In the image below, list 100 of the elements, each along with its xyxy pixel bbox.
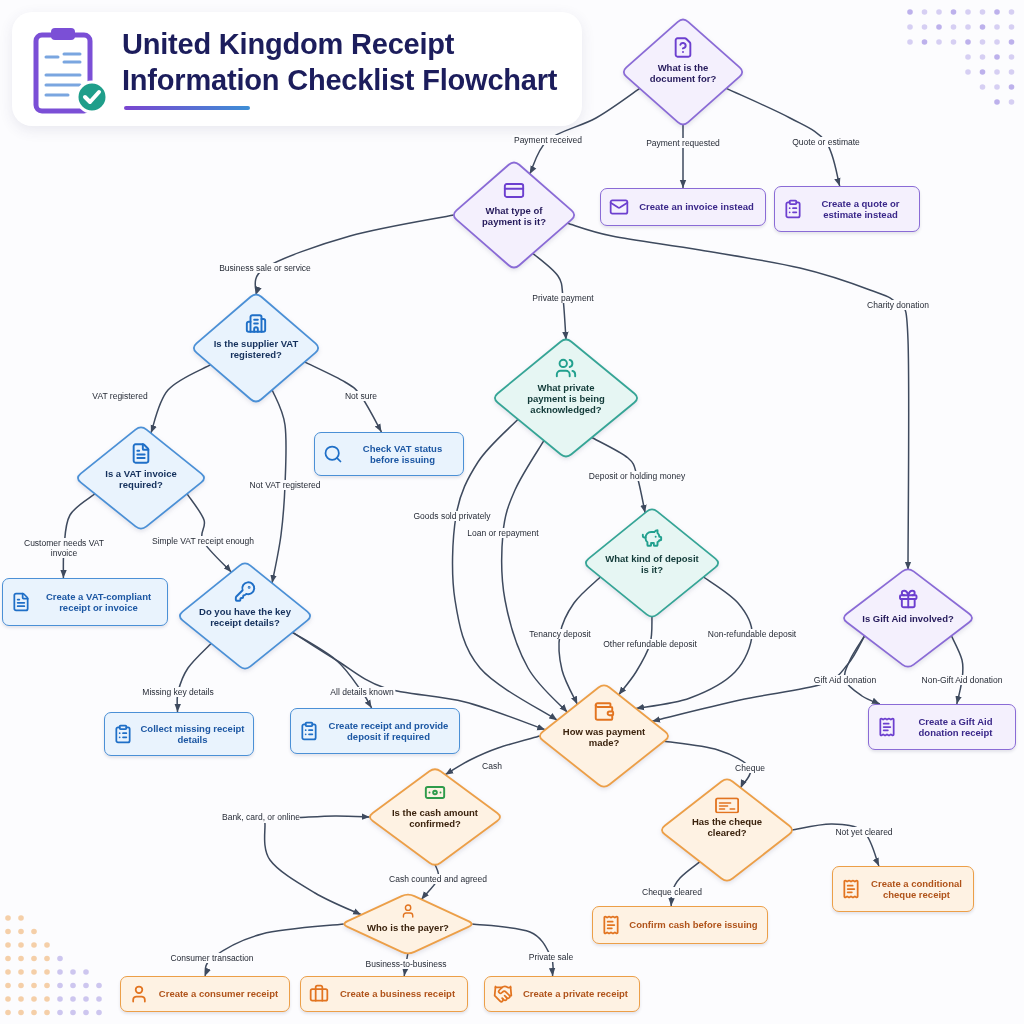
connector-arrow <box>270 389 287 584</box>
connector-arrow <box>635 576 753 711</box>
edge-label: VAT registered <box>90 391 150 401</box>
branch-text: Bank, card, or online <box>222 812 300 823</box>
connector-arrow <box>174 642 212 713</box>
connector-arrow <box>451 418 558 721</box>
connector-arrow <box>150 363 212 434</box>
action-text: Create a conditional cheque receipt <box>870 877 963 901</box>
connector-arrow <box>186 493 233 573</box>
connector-arrow <box>663 740 752 789</box>
action-text: Create a VAT-compliant receipt or invoice <box>44 590 153 614</box>
edge-label: Private payment <box>530 293 596 303</box>
action-box <box>484 976 640 1012</box>
edge-label: Business-to-business <box>363 959 449 969</box>
action-box <box>868 704 1016 750</box>
action-box <box>290 708 460 754</box>
edge-label: Business sale or service <box>217 263 313 273</box>
action-text: Check VAT status before issuing <box>361 442 444 466</box>
connector-arrow <box>303 361 383 433</box>
question-text: How was payment made? <box>561 725 647 747</box>
action-text: Create a quote or estimate instead <box>820 197 901 221</box>
decision-diamond <box>450 159 578 271</box>
edge-label: Not yet cleared <box>833 827 895 837</box>
action-box <box>314 432 464 476</box>
decision-diamond <box>536 682 672 790</box>
edge-label: Cheque cleared <box>640 887 704 897</box>
edge-label: Cash <box>480 761 504 771</box>
edge-label: Deposit or holding money <box>586 471 688 481</box>
edge-label: Not VAT registered <box>247 480 323 490</box>
connector-arrow <box>791 823 880 867</box>
question-text: What private payment is being acknowledged? <box>526 381 606 415</box>
edge-label: Not sure <box>342 391 380 401</box>
connector-arrow <box>679 123 687 189</box>
question-text: Is Gift Aid involved? <box>862 612 954 624</box>
connector-arrow <box>263 822 362 916</box>
action-box <box>104 712 254 756</box>
title: United Kingdom Receipt Information Checklist Flowchart <box>122 27 559 98</box>
connector-arrow <box>651 635 866 723</box>
connector-arrow <box>291 631 546 731</box>
action-box <box>774 186 920 232</box>
connector-arrow <box>617 615 653 696</box>
question-text: Has the cheque cleared? <box>690 816 764 839</box>
edge-label: Simple VAT receipt enough <box>149 536 257 546</box>
connector-arrow <box>501 439 569 713</box>
action-text: Collect missing receipt details <box>140 722 245 746</box>
action-box <box>2 578 168 626</box>
decision-diamond <box>658 776 796 884</box>
edge-label: Non-Gift Aid donation <box>919 675 1005 685</box>
action-text: Create a Gift Aid donation receipt <box>917 715 994 739</box>
action-box <box>120 976 290 1012</box>
edge-label: Payment requested <box>644 138 722 148</box>
connector-arrow <box>254 214 455 296</box>
decision-diamond <box>491 336 641 460</box>
decision-diamond <box>190 291 322 405</box>
question-text: Is the cash amount confirmed? <box>390 806 480 828</box>
edge-label: All details known <box>328 687 396 697</box>
connector-arrow <box>591 436 647 514</box>
edge-label: Charity donation <box>865 300 931 310</box>
question-text: What type of payment is it? <box>481 204 547 226</box>
edge-label: Goods sold privately <box>411 511 493 521</box>
connector-arrow <box>558 576 602 706</box>
decision-diamond <box>176 560 314 672</box>
edge-label: Other refundable deposit <box>601 639 699 649</box>
decision-diamond <box>74 424 208 532</box>
decision-diamond <box>840 566 976 670</box>
edge-label: Tenancy deposit <box>527 629 593 639</box>
edge-label: Cash counted and agreed <box>387 874 489 884</box>
connector-arrow <box>532 252 569 341</box>
edge-label: Consumer transaction <box>168 953 256 963</box>
action-text: Confirm cash before issuing <box>628 919 759 931</box>
action-box <box>832 866 974 912</box>
edge-label: Quote or estimate <box>790 137 862 147</box>
connector-arrow <box>203 923 345 977</box>
connector-arrow <box>725 87 841 187</box>
action-text: Create a consumer receipt <box>157 988 280 1000</box>
question-text: Is a VAT invoice required? <box>104 467 178 489</box>
edge-label: Missing key details <box>140 687 216 697</box>
question-text: What is the document for? <box>648 61 718 83</box>
decision-diamond <box>620 16 746 128</box>
edge-label: Non-refundable deposit <box>705 629 799 639</box>
edge-label: Loan or repayment <box>465 528 541 538</box>
action-text: Create a private receipt <box>521 988 630 1000</box>
decision-diamond <box>582 506 722 620</box>
edge-label: Payment received <box>512 135 584 145</box>
question-text: Who is the payer? <box>367 921 449 933</box>
connector-arrow <box>950 635 964 705</box>
question-text: What kind of deposit is it? <box>604 552 700 574</box>
connector-arrow <box>471 923 556 977</box>
connector-arrow <box>668 860 701 907</box>
action-box <box>300 976 468 1012</box>
connector-arrow <box>566 222 912 571</box>
connector-arrow <box>528 87 641 175</box>
action-text: Create an invoice instead <box>638 201 755 213</box>
question-text: Is the supplier VAT registered? <box>212 337 300 359</box>
action-text: Create a business receipt <box>338 988 457 1000</box>
action-box <box>592 906 768 944</box>
edge-label: Gift Aid donation <box>811 675 879 685</box>
action-text: Create receipt and provide deposit if required <box>327 719 450 743</box>
edge-label: Cheque <box>733 763 767 773</box>
edge-label: Private sale <box>526 952 576 962</box>
